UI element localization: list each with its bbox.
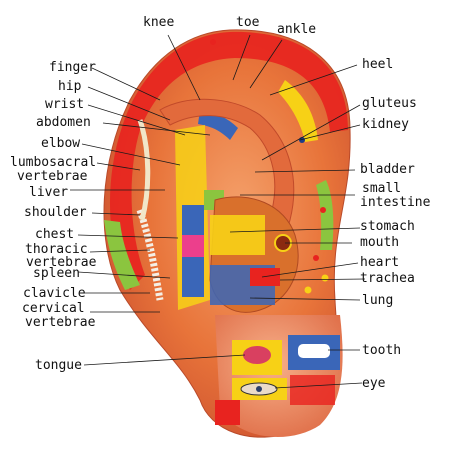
- label-intestine: intestine: [360, 195, 431, 210]
- label-wrist: wrist: [45, 97, 85, 112]
- pink-block: [182, 235, 204, 257]
- label-eye: eye: [362, 376, 386, 391]
- blue-zone-top: [198, 110, 238, 140]
- label-tongue: tongue: [35, 358, 82, 373]
- heart-zone: [250, 268, 280, 286]
- label-elbow: elbow: [41, 136, 81, 151]
- label-clavicle: clavicle: [23, 286, 86, 301]
- dot-red-1: [313, 255, 319, 261]
- label-gluteus: gluteus: [362, 96, 417, 111]
- stomach-zone: [210, 215, 265, 255]
- label-cervical: cervical: [22, 301, 85, 316]
- green-zone-right: [316, 180, 334, 250]
- label-chest: chest: [35, 227, 75, 242]
- dot-yellow: [321, 274, 329, 282]
- label-heel: heel: [362, 57, 394, 72]
- label-toe: toe: [236, 15, 260, 30]
- label-bladder: bladder: [360, 162, 415, 177]
- label-spleen: spleen: [33, 266, 80, 281]
- label-trachea: trachea: [360, 271, 415, 286]
- label-cervical-vertebrae: vertebrae: [25, 315, 96, 330]
- label-thoracic-vertebrae: vertebrae: [26, 255, 97, 270]
- label-lung: lung: [362, 293, 394, 308]
- label-knee: knee: [143, 15, 175, 30]
- label-lumbosacral-vertebrae: vertebrae: [17, 169, 88, 184]
- label-lumbosacral: lumbosacral: [10, 155, 97, 170]
- label-mouth: mouth: [360, 235, 400, 250]
- label-ankle: ankle: [277, 22, 317, 37]
- label-liver: liver: [29, 185, 69, 200]
- blue-block-2: [182, 257, 204, 297]
- label-kidney: kidney: [362, 117, 409, 132]
- green-zone-left: [104, 220, 140, 290]
- label-hip: hip: [58, 79, 82, 94]
- label-finger: finger: [49, 60, 96, 75]
- label-small: small: [362, 181, 402, 196]
- eye-pupil: [256, 386, 262, 392]
- lobe-grid-1: [215, 400, 240, 425]
- arm-bone-graphic: [137, 119, 151, 221]
- leader-lines: [70, 34, 366, 389]
- lobe-grid-2: [290, 375, 335, 405]
- label-shoulder: shoulder: [24, 205, 87, 220]
- tongue-image: [243, 346, 271, 364]
- label-abdomen: abdomen: [36, 115, 91, 130]
- dot-top: [210, 39, 216, 45]
- helix-zone: [109, 31, 348, 291]
- dot-yellow-2: [304, 286, 312, 294]
- label-heart: heart: [360, 255, 400, 270]
- label-thoracic: thoracic: [25, 242, 88, 257]
- dot-red-2: [320, 207, 326, 213]
- label-stomach: stomach: [360, 219, 415, 234]
- teeth-image: [298, 344, 330, 358]
- spine-graphic: [136, 208, 164, 301]
- blue-block-1: [182, 205, 204, 235]
- yellow-zone-top: [278, 80, 318, 142]
- label-tooth: tooth: [362, 343, 402, 358]
